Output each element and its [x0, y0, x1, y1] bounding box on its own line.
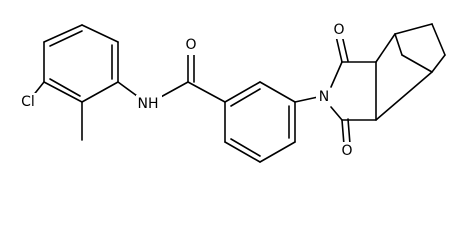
structure-canvas: Cl NH O N O O — [14, 21, 446, 163]
label-backdrop — [14, 93, 42, 111]
bond — [81, 81, 119, 103]
label-backdrop — [331, 21, 347, 39]
bond — [43, 81, 83, 103]
bonds — [27, 23, 446, 163]
bond — [230, 88, 261, 107]
bond — [259, 81, 296, 103]
label-backdrop — [316, 88, 332, 106]
bond — [431, 54, 446, 73]
imide-oxygen-bottom-label: O — [341, 143, 352, 159]
label-backdrop — [339, 142, 355, 160]
bond — [375, 33, 396, 63]
bond — [224, 81, 261, 103]
bond — [401, 54, 433, 73]
imide-oxygen-top-label: O — [333, 22, 344, 38]
chlorine-label: Cl — [21, 94, 35, 110]
bond — [294, 96, 319, 103]
molecule-diagram: Cl NH O N O O — [14, 21, 446, 163]
bond — [81, 24, 119, 43]
label-backdrop — [136, 95, 162, 113]
imide-nitrogen-label: N — [319, 89, 329, 105]
bond — [375, 71, 433, 121]
bond — [49, 78, 81, 97]
atom-labels: Cl NH O N O O — [14, 21, 355, 160]
bond — [224, 141, 261, 163]
bond — [341, 34, 349, 62]
bond — [259, 141, 296, 163]
bond — [394, 33, 403, 56]
bond — [230, 138, 261, 157]
label-backdrop — [183, 37, 199, 55]
bond — [335, 35, 343, 63]
bond — [341, 119, 345, 146]
bond — [394, 23, 433, 35]
bond — [330, 61, 343, 88]
bond — [43, 24, 83, 43]
bond — [330, 106, 343, 121]
amide-nh-label: NH — [138, 96, 159, 112]
bond — [347, 118, 351, 145]
bond — [187, 81, 226, 103]
bond — [431, 23, 446, 56]
amide-oxygen-label: O — [185, 37, 196, 53]
bond — [49, 30, 83, 47]
